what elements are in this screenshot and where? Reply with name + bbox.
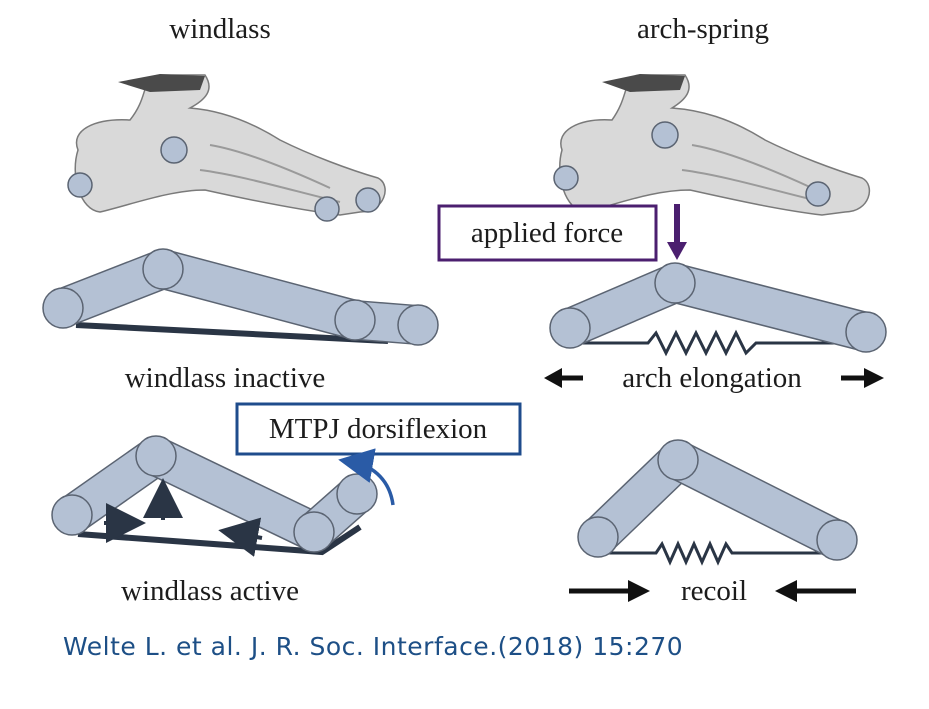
right-arrow-icon <box>864 368 884 388</box>
title-arch-spring: arch-spring <box>637 13 769 45</box>
joint-marker <box>657 439 699 481</box>
windlass-active-model <box>51 435 395 557</box>
arrow-left-icon <box>218 517 263 557</box>
joint-marker <box>355 187 381 213</box>
applied-force-label: applied force <box>471 217 623 249</box>
arch-elongation-row: arch elongation <box>544 362 884 394</box>
mtpj-box <box>235 402 522 456</box>
joint-marker <box>553 165 579 191</box>
joint-marker <box>42 287 84 329</box>
citation: Welte L. et al. J. R. Soc. Interface.(20… <box>63 632 684 661</box>
segment-forefoot <box>659 441 856 559</box>
joint-marker <box>51 494 93 536</box>
segment-midfoot <box>137 437 333 551</box>
arch-spring-loaded-model <box>549 262 887 357</box>
joint-marker <box>160 136 188 164</box>
applied-force-box <box>437 204 658 262</box>
recoil-row: recoil <box>569 575 856 607</box>
arch-elongation-label: arch elongation <box>622 362 802 394</box>
applied-force-callout: applied force <box>437 204 687 262</box>
joint-marker <box>67 172 93 198</box>
mtpj-dorsiflexion-label: MTPJ dorsiflexion <box>269 413 488 445</box>
foot-skeleton-left <box>67 74 386 222</box>
joint-marker <box>816 519 858 561</box>
windlass-inactive-model <box>42 248 439 346</box>
spring <box>600 540 836 566</box>
segment-forefoot <box>656 264 885 351</box>
joint-marker <box>805 181 831 207</box>
joint-marker <box>336 473 378 515</box>
joint-marker <box>334 299 376 341</box>
rotation-arrow-icon <box>338 448 395 506</box>
windlass-inactive-label: windlass inactive <box>125 362 326 394</box>
left-arrow-icon <box>544 368 562 388</box>
left-arrow-icon <box>775 580 797 602</box>
force-arrow-head <box>667 242 687 260</box>
joint-marker <box>654 262 696 304</box>
joint-marker <box>293 511 335 553</box>
spring <box>570 329 866 357</box>
joint-marker <box>651 121 679 149</box>
joint-marker <box>397 304 439 346</box>
title-windlass: windlass <box>169 13 271 45</box>
joint-marker <box>135 435 177 477</box>
joint-marker <box>549 307 591 349</box>
plantar-fascia <box>75 322 389 344</box>
recoil-label: recoil <box>681 575 747 607</box>
windlass-active-label: windlass active <box>121 575 299 607</box>
arch-spring-recoil-model <box>577 439 858 566</box>
joint-marker <box>845 311 887 353</box>
foot-skeleton-right <box>553 74 871 216</box>
joint-marker <box>314 196 340 222</box>
joint-marker <box>142 248 184 290</box>
right-arrow-icon <box>628 580 650 602</box>
segment-midfoot <box>144 250 374 339</box>
plantar-fascia <box>77 524 362 556</box>
joint-marker <box>577 516 619 558</box>
